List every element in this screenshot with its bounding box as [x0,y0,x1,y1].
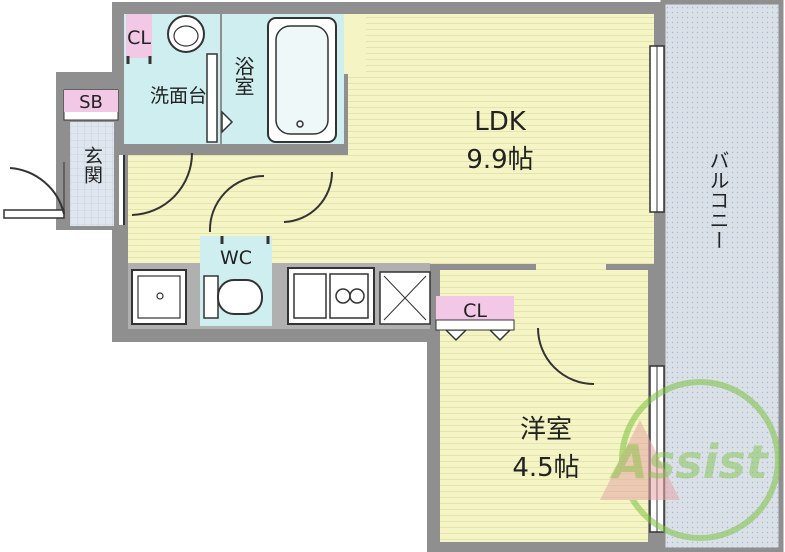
closet-left [126,14,152,64]
bathroom [222,14,344,144]
entrance-label: 玄関 [81,146,103,184]
closet-right-label: CL [463,300,487,322]
front-door [3,162,65,219]
toilet-room [200,236,272,326]
washing-machine-pan [131,269,187,325]
interior-doors [119,152,595,385]
closet-left-label: CL [127,27,151,49]
toilet-label: WC [220,247,252,269]
watermark-text: Assist [609,435,770,489]
ldk-name: LDK [474,107,527,137]
washroom-label: 洗面台 [150,85,207,107]
closet-right [435,296,515,342]
bath-label: 浴室 [231,56,255,96]
kitchen [287,267,431,325]
ldk-room [128,14,654,264]
western-name: 洋室 [520,415,572,445]
western-size: 4.5帖 [512,453,579,483]
ldk-size: 9.9帖 [466,145,533,175]
assist-logo [600,379,781,541]
balcony-label: バルコニー [706,150,730,250]
shoe-box-label: SB [79,92,103,113]
entrance [63,89,119,226]
washroom [124,14,234,144]
